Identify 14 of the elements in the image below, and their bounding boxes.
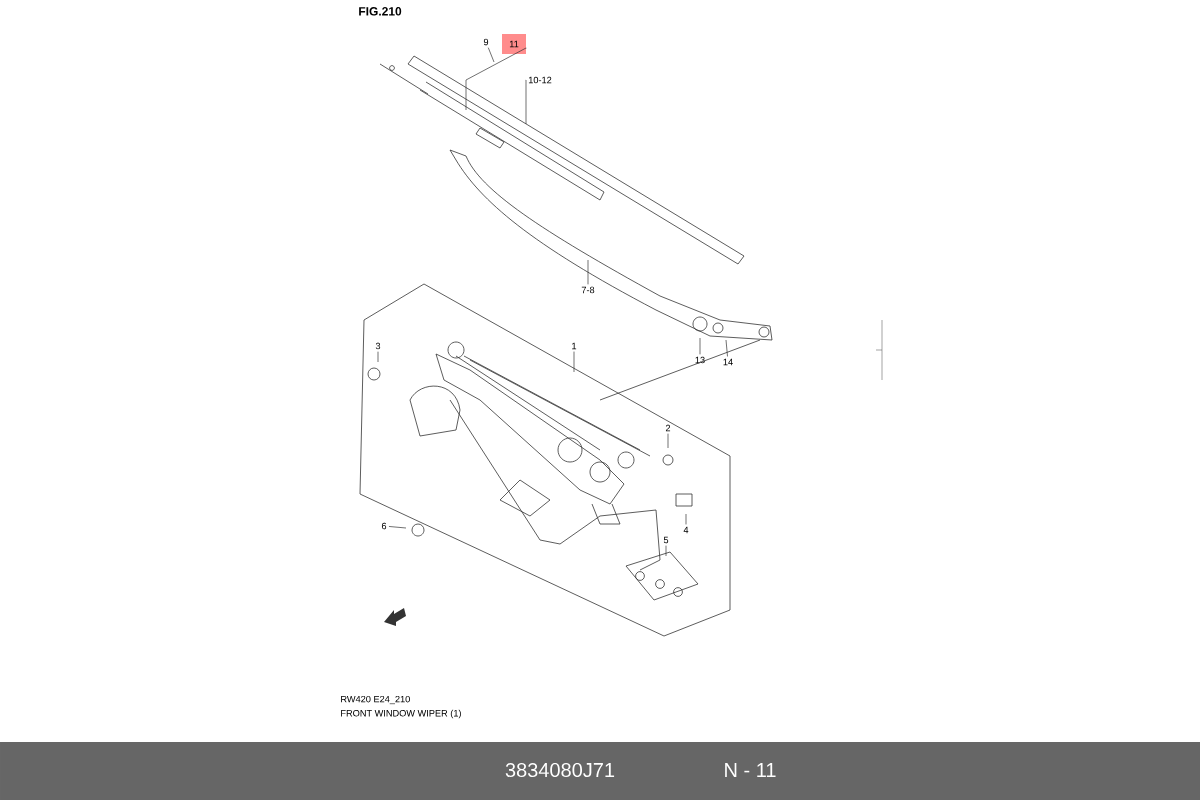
- part-number: 3834080J71: [505, 762, 615, 778]
- leader-line: [587, 259, 589, 285]
- leader-line: [685, 513, 687, 525]
- page-number: N - 11: [725, 763, 776, 777]
- leader-line: [725, 339, 728, 357]
- leader-line: [388, 526, 407, 529]
- leader-line: [665, 545, 667, 557]
- leader-line: [573, 351, 575, 373]
- leader-line: [699, 337, 701, 355]
- leader-line: [487, 47, 495, 63]
- leader-line: [525, 79, 527, 125]
- leader-line: [377, 351, 379, 363]
- leader-line: [667, 433, 669, 449]
- leader-line: [465, 47, 527, 111]
